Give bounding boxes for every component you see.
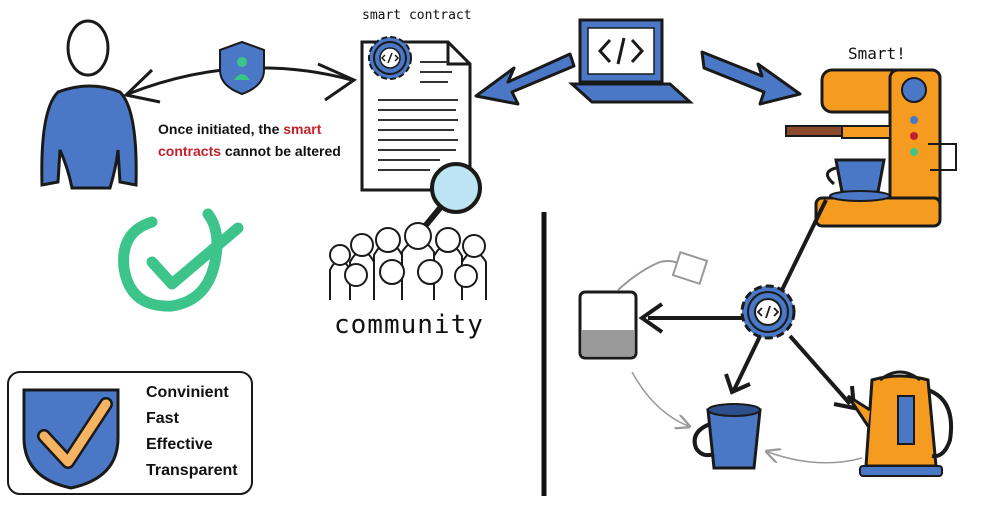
flow-arrows	[638, 199, 857, 411]
green-check-icon	[118, 208, 244, 312]
shield-user-icon	[219, 40, 265, 96]
note-highlight: contracts	[158, 143, 222, 159]
contract-document-icon	[360, 40, 472, 192]
benefit-item: Convinient	[146, 384, 229, 401]
community-crowd-icon	[329, 222, 487, 300]
community-label: community	[334, 310, 484, 340]
benefit-item: Fast	[146, 410, 179, 427]
note-text: cannot be altered	[221, 143, 341, 159]
note-highlight: smart	[283, 121, 322, 137]
benefit-item: Effective	[146, 436, 213, 453]
kettle-icon	[846, 370, 953, 477]
laptop-icon	[568, 18, 694, 104]
tea-bag-icon	[578, 251, 709, 360]
shield-check-icon	[22, 388, 120, 490]
thin-arrows	[631, 371, 863, 464]
smart-machine-label: Smart!	[848, 44, 906, 63]
coffee-machine-icon	[785, 68, 957, 228]
smart-contract-label: smart contract	[362, 8, 472, 23]
arrow-right-icon	[700, 50, 802, 106]
person-icon	[40, 19, 138, 190]
note-text: Once initiated, the	[158, 121, 284, 137]
immutability-note: Once initiated, the smart contracts cann…	[158, 118, 358, 162]
arrow-left-icon	[474, 52, 576, 106]
mug-icon	[692, 403, 762, 470]
hub-code-gear-icon	[740, 284, 796, 340]
benefit-item: Transparent	[146, 462, 238, 479]
code-gear-icon	[368, 36, 412, 80]
